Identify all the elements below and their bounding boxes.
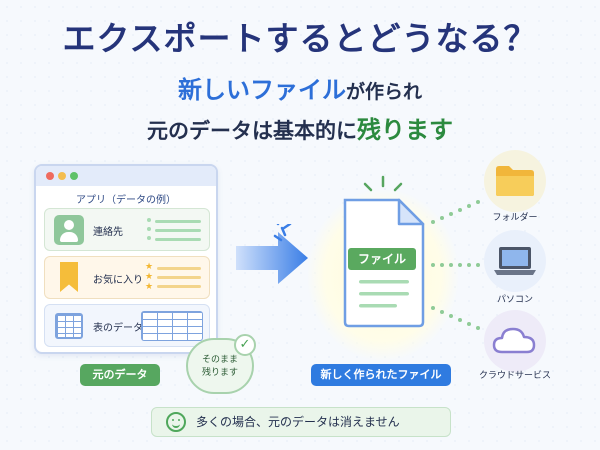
data-item-label: 連絡先 [93, 227, 123, 238]
cloud-icon [492, 327, 536, 354]
folder-destination [484, 150, 546, 212]
source-data-label: 元のデータ [80, 364, 160, 386]
table-preview-icon [141, 311, 203, 341]
text-lines-icon [155, 220, 201, 247]
footer-note: 多くの場合、元のデータは消えません [151, 407, 451, 437]
table-icon [55, 313, 83, 339]
contact-icon [54, 215, 84, 245]
data-item-label: 表のデータ [93, 323, 143, 334]
motion-lines-icon [273, 226, 287, 242]
subtitle-line-1-rest: が作られ [345, 81, 422, 103]
footer-text: 多くの場合、元のデータは消えません [196, 415, 400, 429]
subtitle-line-2-prefix: 元のデータは基本的に [147, 119, 357, 143]
app-title-bar [36, 166, 216, 186]
data-item-contacts: 連絡先 [44, 208, 210, 251]
destination-label: クラウドサービス [478, 371, 551, 381]
text-lines-icon [157, 267, 201, 294]
bubble-line-2: 残ります [201, 368, 238, 378]
app-caption: アプリ（データの例） [76, 195, 176, 206]
bullet-dots-icon [147, 218, 151, 222]
close-dot-icon [46, 172, 54, 180]
cloud-destination [484, 310, 546, 372]
bubble-line-1: そのまま [201, 355, 238, 365]
data-item-table: 表のデータ [44, 304, 210, 347]
minimize-dot-icon [58, 172, 66, 180]
file-label: ファイル [348, 248, 416, 270]
new-file-caption: 新しく作られたファイル [311, 364, 451, 386]
data-item-label: お気に入り [93, 275, 143, 286]
star-icon: ★ [145, 272, 154, 282]
subtitle-line-1: 新しいファイルが作られ [0, 70, 600, 105]
subtitle-line-2: 元のデータは基本的に残ります [0, 110, 600, 145]
star-icon: ★ [145, 282, 154, 292]
export-arrow-icon [236, 224, 308, 284]
subtitle-highlight-new-file: 新しいファイル [177, 76, 346, 104]
folder-icon [496, 166, 534, 196]
check-icon: ✓ [234, 334, 256, 356]
laptop-icon [494, 247, 536, 275]
sparkle-lines-icon [363, 175, 403, 192]
destination-label: パソコン [496, 295, 533, 305]
subtitle-highlight-remains: 残ります [357, 116, 453, 144]
bookmark-icon [60, 262, 78, 292]
computer-destination [484, 230, 546, 292]
data-item-favorites: お気に入り ★ ★ ★ [44, 256, 210, 299]
maximize-dot-icon [70, 172, 78, 180]
app-window: アプリ（データの例） 連絡先 お気に入り ★ ★ ★ 表のデータ [34, 164, 218, 354]
smile-icon [166, 412, 186, 432]
star-icon: ★ [145, 262, 154, 272]
destination-label: フォルダー [492, 213, 538, 223]
page-title: エクスポートするとどうなる？ [62, 19, 538, 58]
